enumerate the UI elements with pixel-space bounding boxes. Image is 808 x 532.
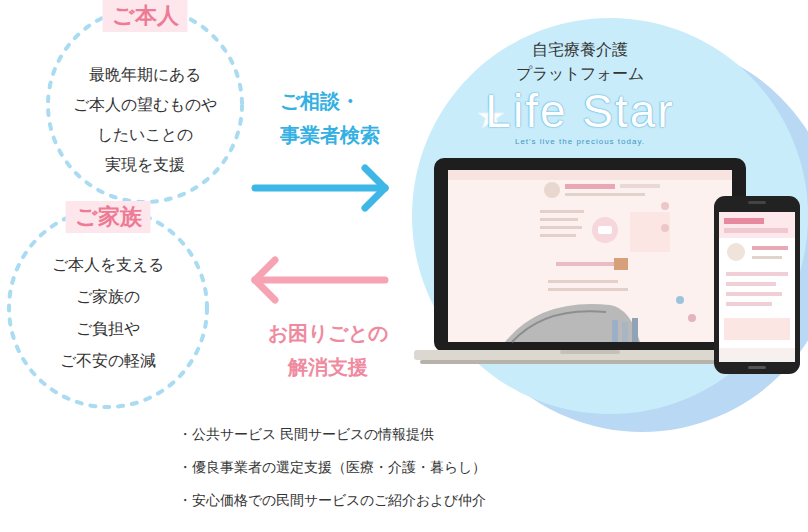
arrow-head [365,168,385,188]
arrow-label: お困りごとの 解消支援 [264,316,392,384]
flow-arrow [255,168,385,208]
dotted-circle: ご本人を支える ご家族の ご負担や ご不安の軽減ご家族 [6,206,210,410]
arrow-head [255,280,275,300]
circle-body-text: 最晩年期にある ご本人の望むものや したいことの 実現を支援 [70,60,220,180]
circle-shape [412,18,808,414]
smartphone [714,196,800,374]
service-bullet: ・安心価格での民間サービスのご紹介および仲介 [178,484,486,517]
platform-title: 自宅療養介護 プラットフォーム [513,38,648,86]
circle-heading: ご家族 [66,201,151,233]
brand-logo: Life Star [485,86,674,136]
circle-outline [6,206,210,410]
service-list: ・公共サービス 民間サービスの情報提供・優良事業者の選定支援（医療・介護・暮らし… [178,418,486,517]
laptop [414,158,766,364]
arrow-shaft [255,185,385,192]
circle-heading: ご本人 [103,0,188,32]
dotted-circle: 最晩年期にある ご本人の望むものや したいことの 実現を支援ご本人 [45,5,245,205]
circle-body-text: ご本人を支える ご家族の ご負担や ご不安の軽減 [48,249,168,377]
arrow-head [255,260,275,280]
node-content: ご本人を支える ご家族の ご負担や ご不安の軽減 [6,206,210,410]
node-content: 最晩年期にある ご本人の望むものや したいことの 実現を支援 [45,5,245,205]
arrow-head [365,188,385,208]
flow-arrow [255,260,385,300]
arrow-shaft [255,277,385,284]
brand-tagline: Let's live the precious today. [515,136,645,148]
arrow-label: ご相談・ 事業者検索 [280,84,390,152]
service-bullet: ・優良事業者の選定支援（医療・介護・暮らし） [178,451,486,484]
node-content: 自宅療養介護 プラットフォームLife StarLet's live the p… [412,18,808,414]
service-bullet: ・公共サービス 民間サービスの情報提供 [178,418,486,451]
circle-shape [48,8,242,202]
platform-circle: 自宅療養介護 プラットフォームLife StarLet's live the p… [412,18,808,414]
circle-shape [9,209,207,407]
